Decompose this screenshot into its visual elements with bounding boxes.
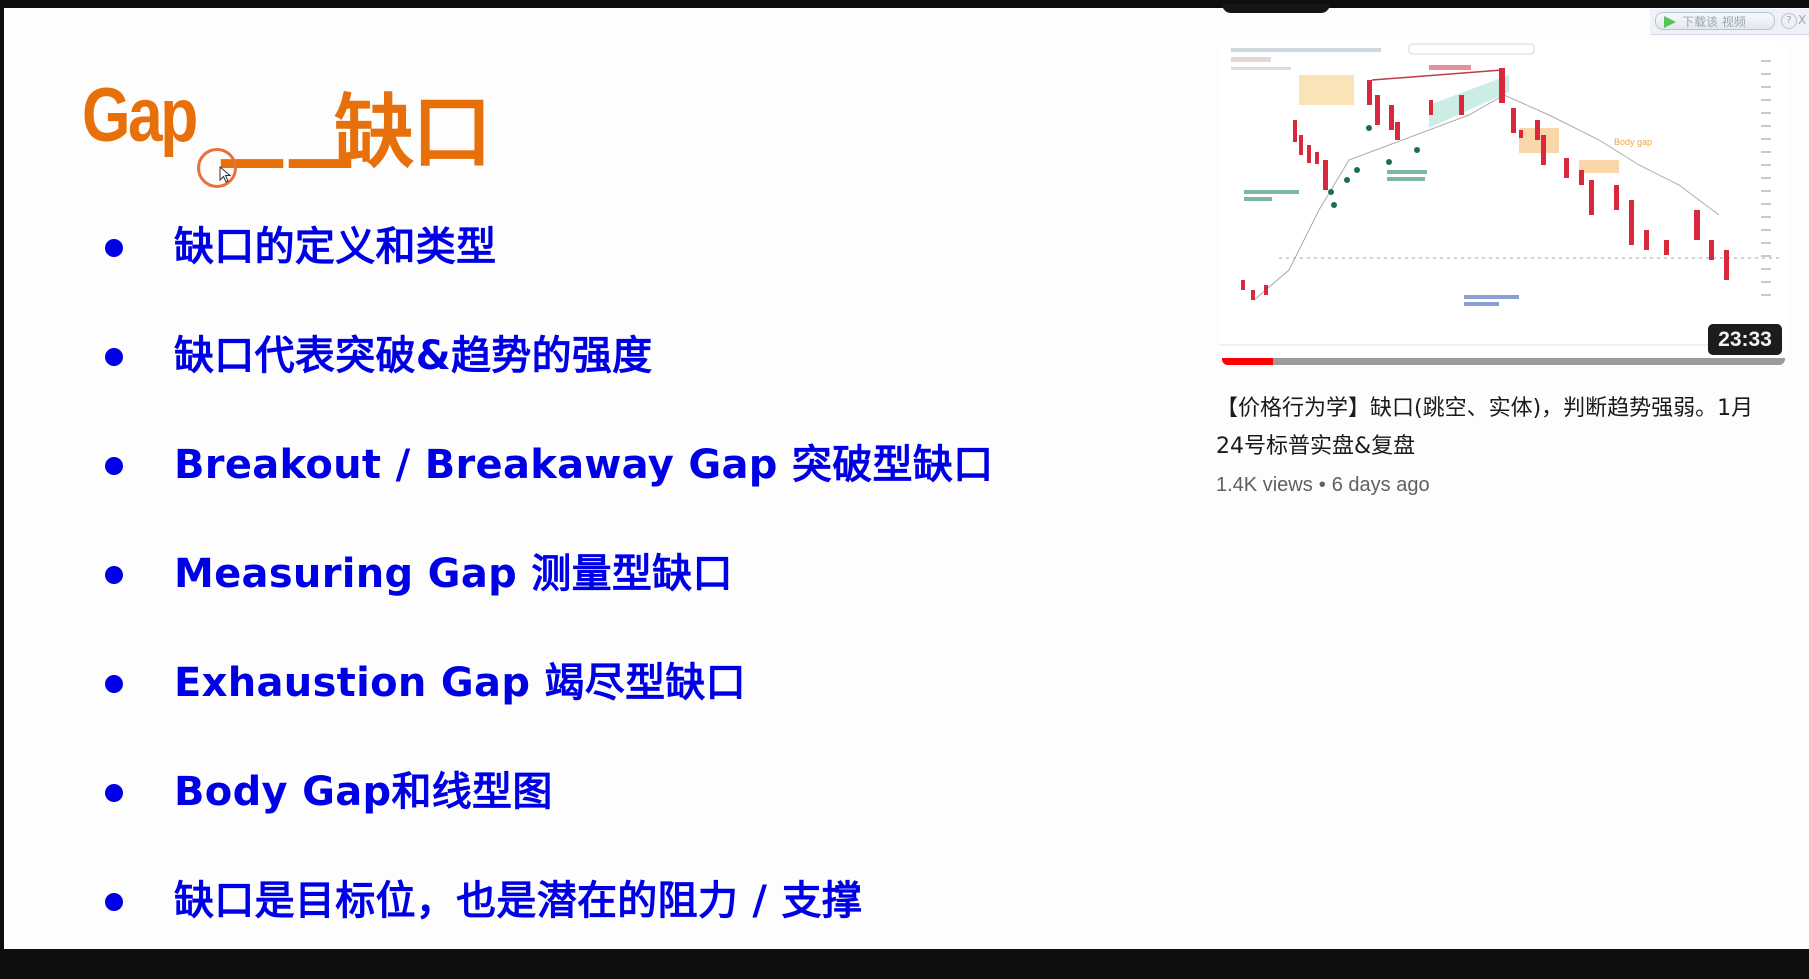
bullet-item: 缺口代表突破&趋势的强度	[100, 325, 652, 434]
bullet-dot-icon	[105, 348, 123, 366]
cursor-highlight-ring	[197, 148, 237, 188]
mouse-cursor-icon	[219, 166, 232, 183]
candlestick-chart-thumbnail: Body gap	[1219, 43, 1779, 346]
bullet-text: 缺口的定义和类型	[174, 224, 497, 270]
bullet-item: Breakout / Breakaway Gap 突破型缺口	[100, 434, 993, 543]
bullet-item: 缺口是目标位，也是潜在的阻力 / 支撑	[100, 870, 862, 979]
top-tab-shape	[1222, 4, 1330, 13]
title-latin: Gap	[82, 73, 198, 158]
title-dash: ——	[217, 118, 355, 200]
bullet-text: Body Gap和线型图	[174, 769, 553, 815]
bullet-text: 缺口是目标位，也是潜在的阻力 / 支撑	[174, 878, 863, 924]
bullet-text: 缺口代表突破&趋势的强度	[174, 333, 653, 379]
upload-age: 6 days ago	[1331, 474, 1430, 496]
bullet-text: Exhaustion Gap 竭尽型缺口	[174, 660, 746, 706]
video-thumbnail[interactable]: Body gap	[1219, 40, 1787, 366]
bullet-dot-icon	[105, 239, 123, 257]
video-duration-badge: 23:33	[1708, 324, 1782, 355]
download-video-button[interactable]: 下载该 视频	[1655, 12, 1775, 30]
bullet-text: Breakout / Breakaway Gap 突破型缺口	[174, 442, 994, 488]
bullet-item: 缺口的定义和类型	[100, 216, 496, 325]
video-title-link[interactable]: 【价格行为学】缺口(跳空、实体)，判断趋势强弱。1月24号标普实盘&复盘	[1216, 396, 1754, 459]
title-chinese: 缺口	[334, 86, 492, 179]
bullet-text: Measuring Gap 测量型缺口	[174, 551, 733, 597]
svg-text:Body gap: Body gap	[1614, 137, 1652, 147]
bullet-dot-icon	[105, 566, 123, 584]
watch-progress-fill	[1222, 358, 1273, 365]
bullet-list: 缺口的定义和类型 缺口代表突破&趋势的强度 Breakout / Breakaw…	[100, 216, 993, 979]
download-video-toolbar: 下载该 视频 ? X	[1650, 9, 1809, 35]
close-button[interactable]: X	[1798, 13, 1807, 27]
bullet-dot-icon	[105, 457, 123, 475]
bullet-item: Measuring Gap 测量型缺口	[100, 543, 732, 652]
download-label: 下载该 视频	[1682, 15, 1746, 29]
play-icon	[1664, 16, 1676, 28]
video-metadata: 1.4K views•6 days ago	[1216, 474, 1430, 497]
bullet-dot-icon	[105, 893, 123, 911]
bullet-dot-icon	[105, 784, 123, 802]
bullet-item: Body Gap和线型图	[100, 761, 552, 870]
bullet-item: Exhaustion Gap 竭尽型缺口	[100, 652, 746, 761]
help-button[interactable]: ?	[1781, 13, 1797, 29]
bullet-dot-icon	[105, 675, 123, 693]
slide-title: Gap —— 缺口	[82, 72, 492, 200]
watch-progress-bar	[1222, 358, 1785, 365]
view-count: 1.4K views	[1216, 474, 1313, 496]
meta-separator: •	[1318, 474, 1326, 496]
